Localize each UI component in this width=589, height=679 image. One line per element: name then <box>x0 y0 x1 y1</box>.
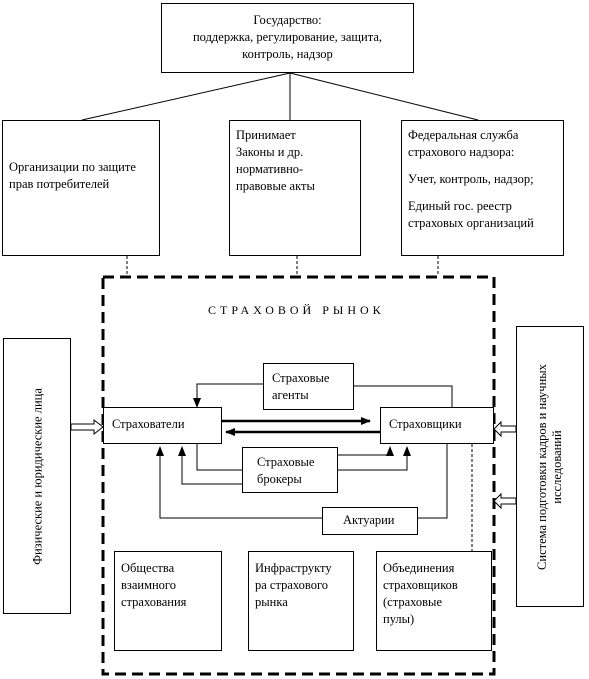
market-title: СТРАХОВОЙ РЫНОК <box>208 303 385 317</box>
laws-line4: правовые акты <box>236 179 315 193</box>
state-connectors <box>81 72 479 121</box>
actuaries-label: Актуарии <box>343 513 395 527</box>
supervision-line5: страховых организаций <box>408 216 534 230</box>
outer-arrows <box>70 418 517 510</box>
mutual-line1: Общества <box>121 561 175 575</box>
supervision-box: Федеральная служба страхового надзора: У… <box>401 120 564 256</box>
individuals-box: Физические и юридические лица <box>3 338 71 614</box>
state-title: Государство: <box>253 13 322 27</box>
state-functions-line2: контроль, надзор <box>242 47 333 61</box>
market-frame <box>101 275 496 676</box>
pools-line2: страховщиков <box>383 578 458 592</box>
policyholders-label: Страхователи <box>112 417 185 431</box>
training-research-line2: исследований <box>550 430 564 504</box>
pools-line3: (страховые <box>383 595 442 609</box>
brokers-line2: брокеры <box>257 472 302 486</box>
laws-line2: Законы и др. <box>236 145 304 159</box>
supervision-line4: Единый гос. реестр <box>408 199 512 213</box>
insurers-box: Страховщики <box>380 407 494 444</box>
mutual-societies-box: Общества взаимного страхования <box>114 551 222 651</box>
actuaries-box: Актуарии <box>322 507 418 535</box>
infrastructure-line1: Инфраструкту <box>255 561 332 575</box>
agents-box: Страховые агенты <box>263 363 354 410</box>
infrastructure-line3: рынка <box>255 595 288 609</box>
state-box: Государство: поддержка, регулирование, з… <box>161 3 414 73</box>
supervision-line3: Учет, контроль, надзор; <box>408 172 534 186</box>
infrastructure-box: Инфраструкту ра страхового рынка <box>248 551 354 651</box>
brokers-line1: Страховые <box>257 455 315 469</box>
infrastructure-line2: ра страхового <box>255 578 329 592</box>
mutual-line3: страхования <box>121 595 187 609</box>
supervision-line1: Федеральная служба <box>408 128 519 142</box>
laws-box: Принимает Законы и др. нормативно- право… <box>229 120 361 256</box>
insurance-pools-box: Объединения страховщиков (страховые пулы… <box>376 551 492 651</box>
pools-line1: Объединения <box>383 561 455 575</box>
agents-line2: агенты <box>272 388 309 402</box>
agents-connectors <box>193 383 453 408</box>
training-research-box: Система подготовки кадров и научных иссл… <box>516 326 584 607</box>
dashed-ties <box>126 256 473 592</box>
laws-line3: нормативно- <box>236 162 304 176</box>
laws-line1: Принимает <box>236 128 296 142</box>
state-functions-line1: поддержка, регулирование, защита, <box>192 30 383 44</box>
training-research-line1: Система подготовки кадров и научных <box>535 364 549 570</box>
consumer-protection-box: Организации по защите прав потребителей <box>2 120 160 256</box>
individuals-label: Физические и юридические лица <box>30 388 45 565</box>
supervision-line2: страхового надзора: <box>408 145 515 159</box>
main-exchange-arrows <box>222 417 380 436</box>
pools-line4: пулы) <box>383 612 415 626</box>
agents-line1: Страховые <box>272 371 330 385</box>
actuaries-connectors <box>156 444 448 519</box>
mutual-line2: взаимного <box>121 578 176 592</box>
consumer-protection-line2: прав потребителей <box>9 177 110 191</box>
policyholders-box: Страхователи <box>103 407 222 444</box>
training-research-label: Система подготовки кадров и научных иссл… <box>535 332 567 602</box>
brokers-box: Страховые брокеры <box>242 447 338 493</box>
insurers-label: Страховщики <box>389 417 462 431</box>
consumer-protection-line1: Организации по защите <box>9 160 136 174</box>
